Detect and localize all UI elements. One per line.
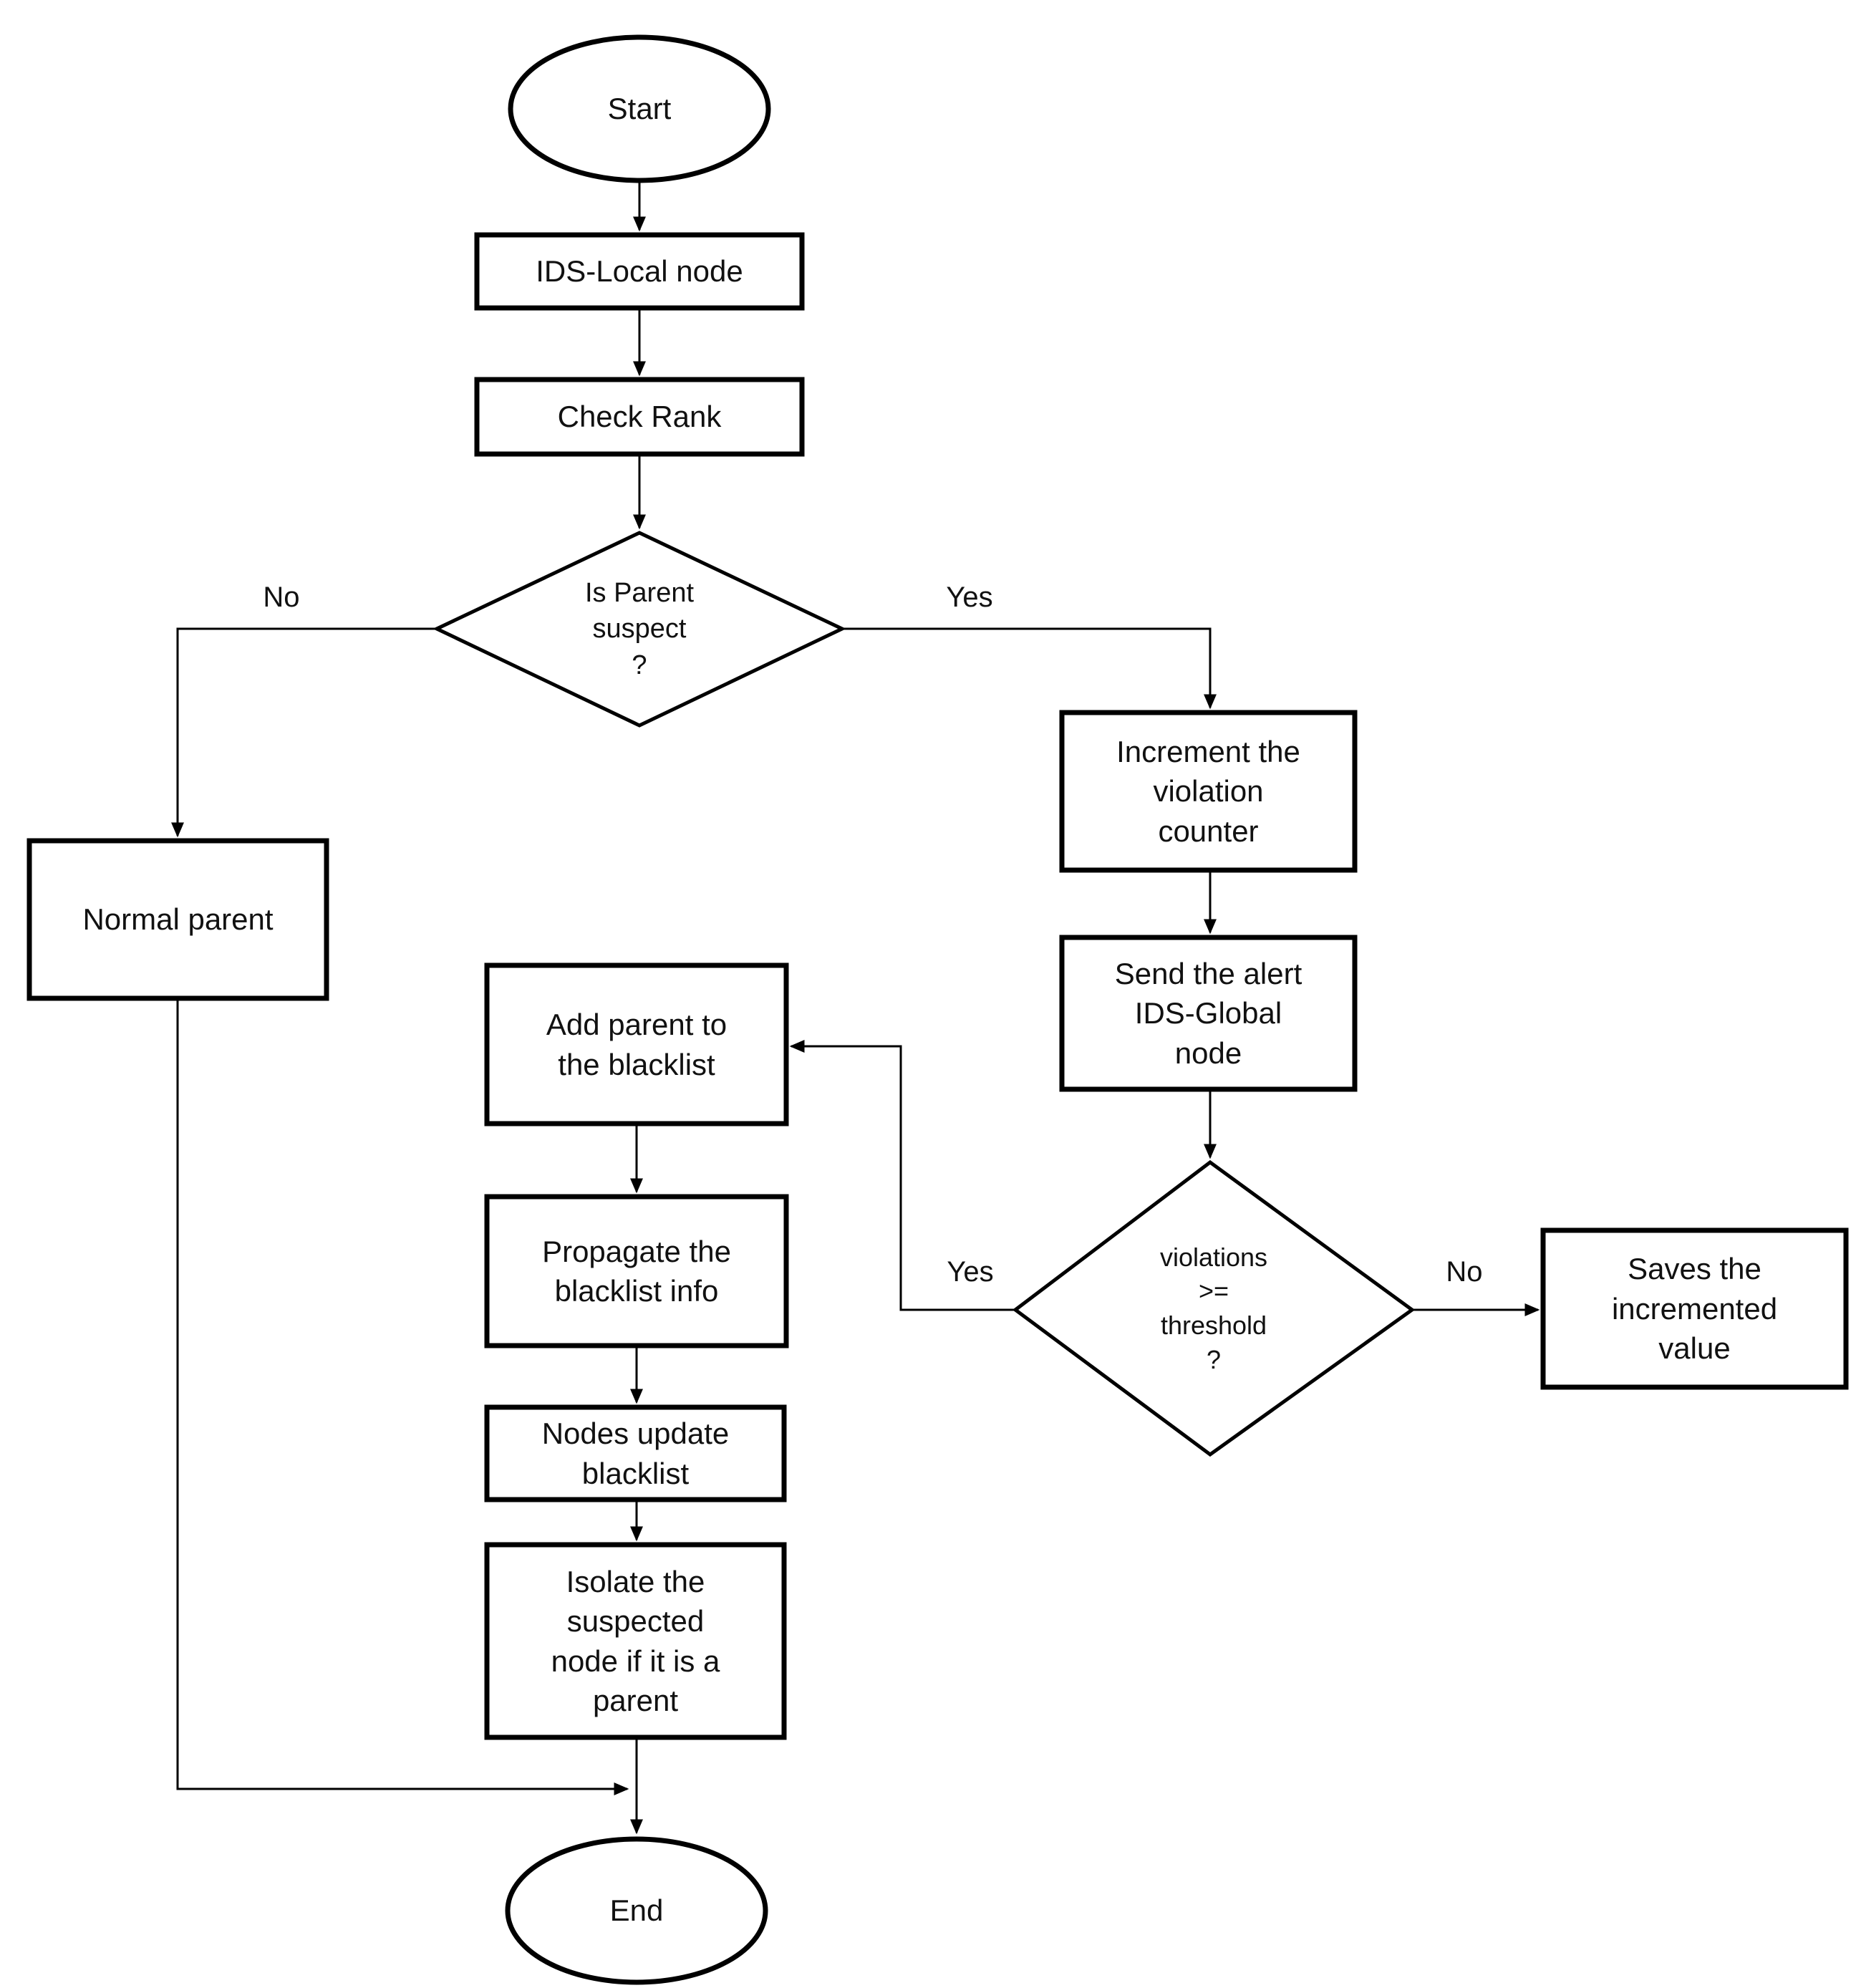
add-blacklist-shape (484, 962, 789, 1126)
normal-parent-shape (26, 838, 329, 1001)
edge-diamond2-yes-to-add-blacklist (789, 1040, 1015, 1311)
saves-value-shape (1540, 1227, 1849, 1390)
diamond2-yes-edge-label: Yes (947, 1255, 994, 1288)
check-rank-shape (474, 377, 805, 457)
saves-value-label: Saves the incremented value (1611, 1252, 1778, 1366)
is-parent-suspect-label: Is Parent suspect ? (584, 578, 695, 680)
send-alert-label: Send the alert IDS-Global node (1114, 956, 1302, 1070)
send-alert-shape (1059, 935, 1358, 1092)
violations-threshold-decision-shape (1012, 1159, 1416, 1457)
propagate-blacklist-shape (484, 1194, 789, 1348)
increment-counter-label: Increment the violation counter (1116, 734, 1300, 848)
is-parent-suspect-decision-shape (432, 531, 846, 728)
end-terminator-shape (505, 1836, 768, 1985)
diamond1-no-edge-label: No (263, 581, 300, 613)
start-terminator-shape (508, 34, 771, 183)
ids-local-node-shape (474, 232, 805, 311)
end-label: End (609, 1893, 664, 1928)
edge-normal-parent-to-end-junction (176, 998, 629, 1795)
check-rank-label: Check Rank (557, 400, 722, 434)
start-label: Start (607, 92, 672, 126)
isolate-node-shape (484, 1542, 787, 1740)
isolate-node-label: Isolate the suspected node if it is a pa… (551, 1564, 720, 1717)
nodes-update-shape (484, 1404, 787, 1502)
nodes-update-label: Nodes update blacklist (541, 1417, 730, 1490)
ids-local-node-label: IDS-Local node (536, 254, 743, 289)
violations-threshold-label: violations >= threshold ? (1159, 1242, 1268, 1374)
increment-counter-shape (1059, 710, 1358, 873)
diamond2-no-edge-label: No (1446, 1255, 1483, 1288)
normal-parent-label: Normal parent (82, 902, 274, 937)
propagate-blacklist-label: Propagate the blacklist info (542, 1234, 731, 1308)
edge-diamond1-yes-to-increment (842, 627, 1217, 710)
add-blacklist-label: Add parent to the blacklist (546, 1008, 728, 1081)
diamond1-yes-edge-label: Yes (946, 581, 993, 613)
edge-diamond1-no-to-normal-parent (171, 627, 437, 838)
